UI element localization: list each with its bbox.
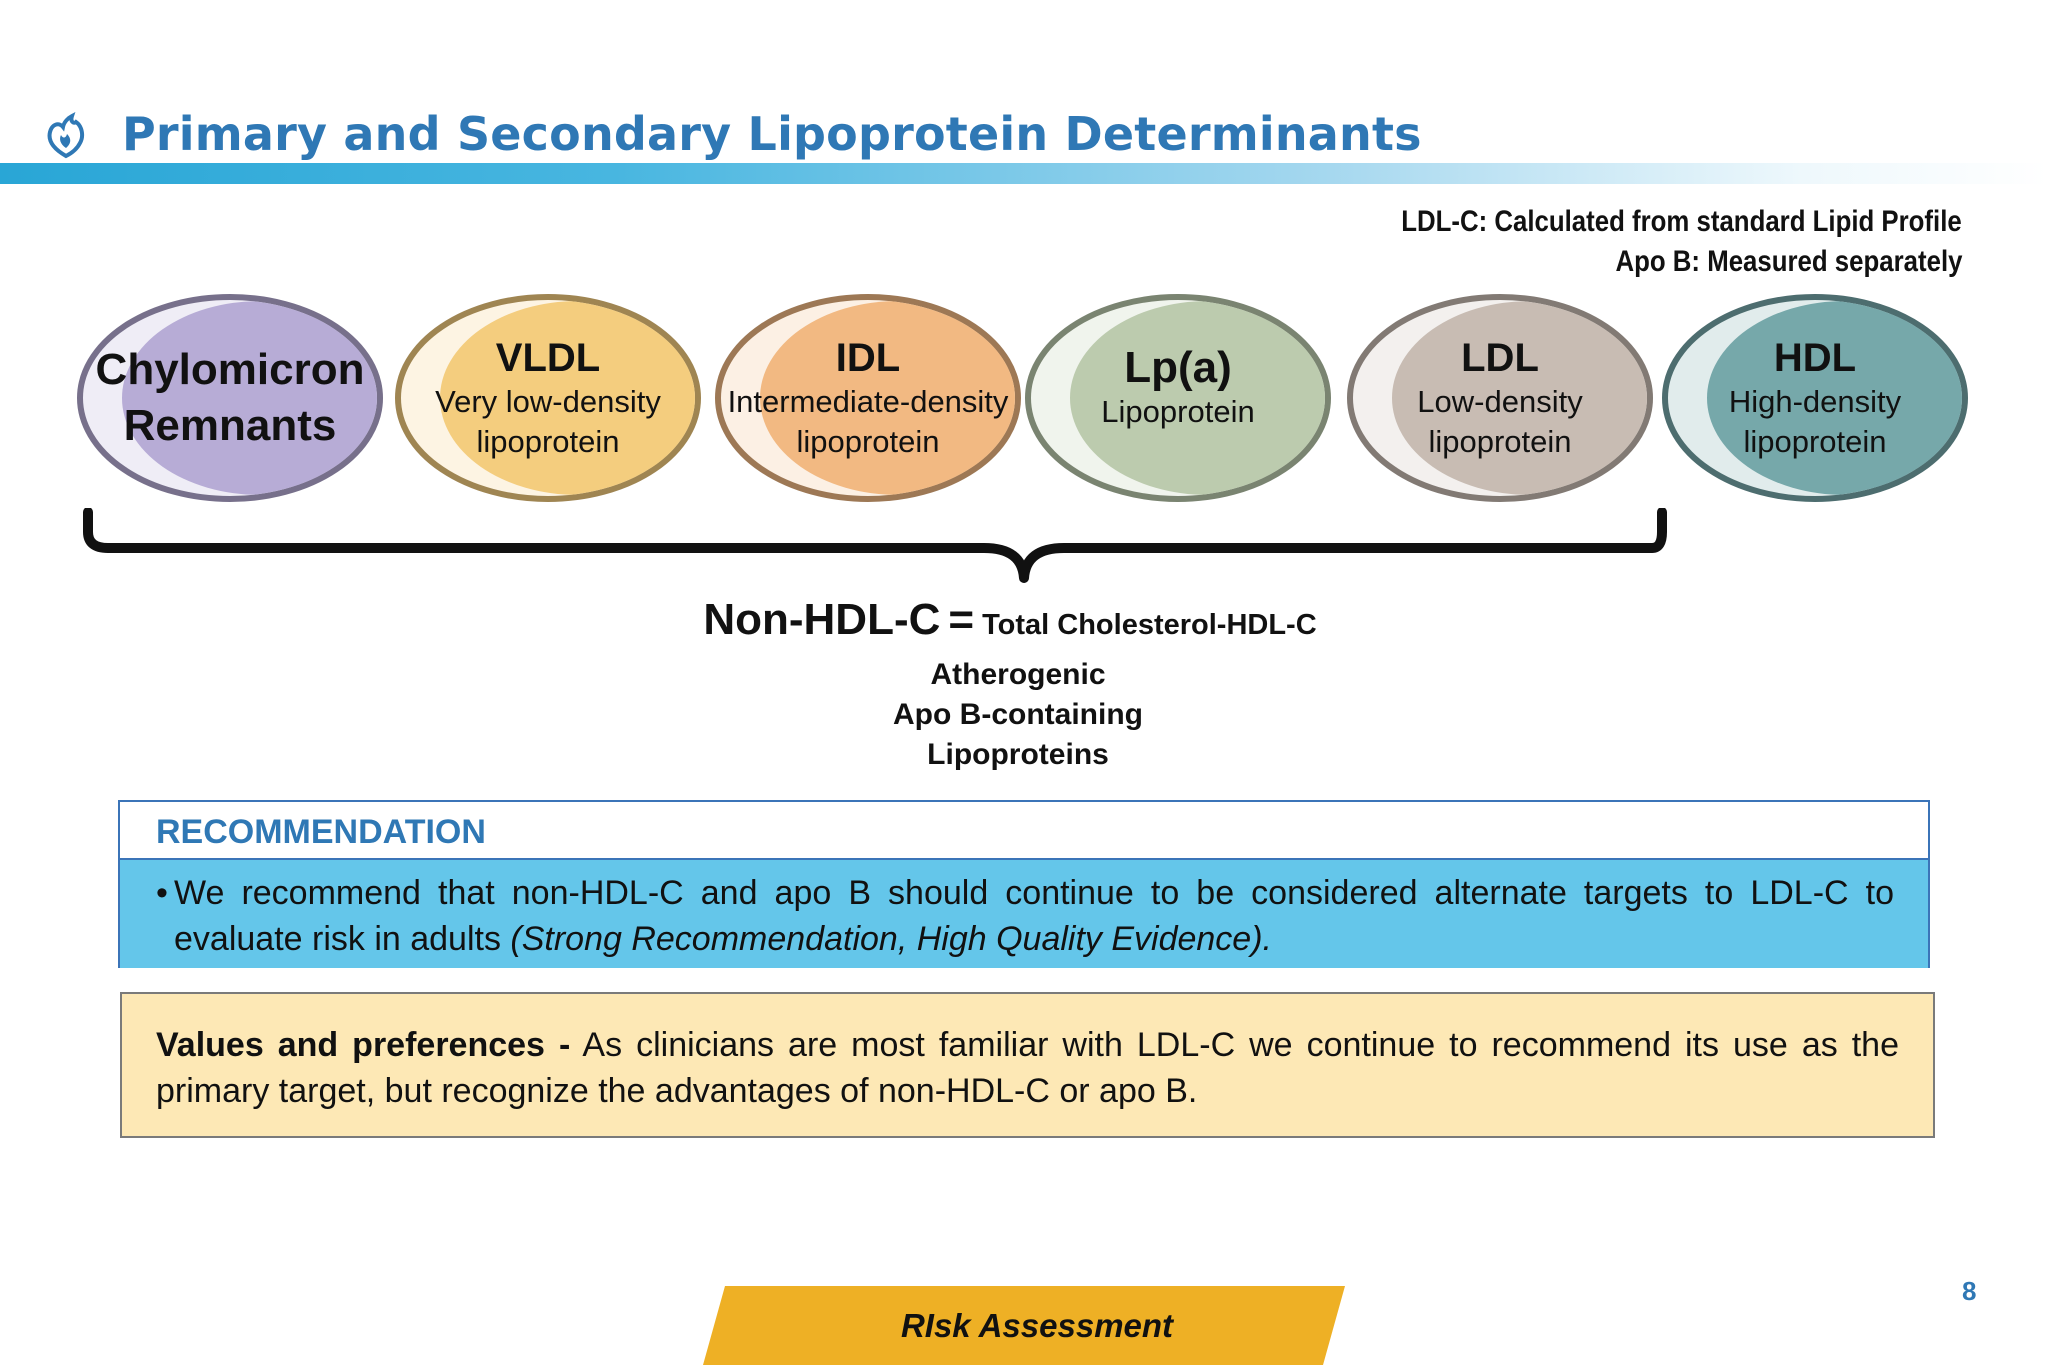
fire-heart-logo-icon bbox=[47, 112, 85, 159]
idl-label: IDL Intermediate-density lipoprotein bbox=[728, 334, 1009, 462]
non-hdl-formula: Non-HDL-C=Total Cholesterol-HDL-C bbox=[703, 590, 1316, 660]
hdl-fullname-2: lipoprotein bbox=[1743, 424, 1887, 459]
slide-title: Primary and Secondary Lipoprotein Determ… bbox=[122, 107, 1422, 161]
recommendation-heading: RECOMMENDATION bbox=[156, 813, 486, 851]
apo-b-lipoproteins-brace bbox=[83, 508, 1667, 583]
vldl-label: VLDL Very low-density lipoprotein bbox=[435, 334, 661, 462]
recommendation-text: We recommend that non-HDL-C and apo B sh… bbox=[174, 874, 1894, 958]
lp-a-fullname: Lipoprotein bbox=[1101, 394, 1255, 429]
hdl-fullname: High-density bbox=[1728, 384, 1902, 419]
lp-a-label: Lp(a)Lipoprotein bbox=[1101, 344, 1254, 432]
ldl-label: LDL Low-density lipoprotein bbox=[1417, 334, 1582, 462]
section-footer-label: RIsk Assessment bbox=[900, 1307, 1174, 1344]
values-label: Values and preferences - bbox=[156, 1026, 571, 1064]
idl-fullname-2: lipoprotein bbox=[796, 424, 940, 459]
section-footer-tab bbox=[703, 1286, 1345, 1365]
vldl-fullname-2: lipoprotein bbox=[476, 424, 620, 459]
values-preferences-box: Values and preferences - As clinicians a… bbox=[120, 992, 1935, 1138]
recommendation-bullet: • bbox=[156, 874, 168, 912]
ldl-abbr: LDL bbox=[1461, 336, 1539, 380]
recommendation-evidence: (Strong Recommendation, High Quality Evi… bbox=[510, 920, 1272, 958]
recommendation-box: RECOMMENDATION • We recommend that non-H… bbox=[118, 800, 1930, 968]
hdl-label: HDL High-density lipoprotein bbox=[1729, 334, 1901, 462]
formula-rhs: Total Cholesterol-HDL-C bbox=[982, 609, 1317, 641]
vldl-fullname: Very low-density bbox=[435, 384, 661, 419]
chylomicron-fullname: Remnants bbox=[123, 401, 337, 450]
ldl-fullname-2: lipoprotein bbox=[1428, 424, 1572, 459]
formula-lhs: Non-HDL-C bbox=[703, 595, 941, 644]
atherogenic-label: Atherogenic Apo B-containing Lipoprotein… bbox=[893, 655, 1143, 775]
idl-fullname: Intermediate-density bbox=[727, 384, 1009, 419]
page-number: 8 bbox=[1962, 1276, 1977, 1306]
formula-equals: = bbox=[948, 595, 975, 644]
apo-b-note: Apo B: Measured separately bbox=[1615, 245, 1962, 278]
atherogenic-line-1: Atherogenic bbox=[930, 658, 1106, 691]
lp-a-abbr: Lp(a) bbox=[1124, 343, 1232, 392]
values-text: As clinicians are most familiar with LDL… bbox=[156, 1026, 1899, 1110]
atherogenic-line-3: Lipoproteins bbox=[927, 738, 1109, 771]
idl-abbr: IDL bbox=[835, 336, 901, 380]
ldl-fullname: Low-density bbox=[1417, 384, 1583, 419]
vldl-abbr: VLDL bbox=[495, 336, 601, 380]
recommendation-body: • We recommend that non-HDL-C and apo B … bbox=[120, 858, 1928, 968]
ldl-c-note: LDL-C: Calculated from standard Lipid Pr… bbox=[1401, 205, 1962, 238]
title-underline-bar bbox=[0, 163, 2048, 184]
chylomicron-abbr: Chylomicron bbox=[95, 345, 365, 394]
hdl-abbr: HDL bbox=[1773, 336, 1857, 380]
atherogenic-line-2: Apo B-containing bbox=[893, 698, 1143, 731]
